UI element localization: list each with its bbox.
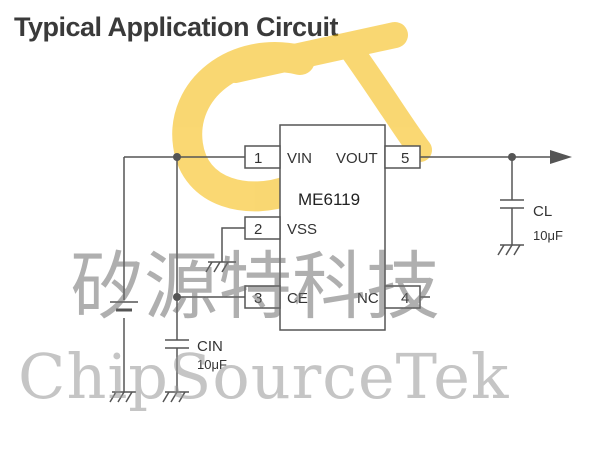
output-junction (508, 153, 516, 161)
watermark-chinese: 矽源特科技 (70, 244, 440, 330)
output-wiring (420, 150, 572, 245)
pin-label-nc: NC (357, 290, 379, 307)
pin-5-num: 5 (401, 150, 409, 167)
pin-label-vss: VSS (287, 221, 317, 238)
pin-2-num: 2 (254, 221, 262, 238)
watermark-english: ChipSourceTek (18, 340, 509, 413)
ce-junction (173, 293, 181, 301)
ground-icon (162, 391, 189, 403)
ic-body (279, 124, 386, 331)
pin-label-vout: VOUT (336, 150, 378, 167)
diagram-title: Typical Application Circuit (14, 12, 339, 42)
ground-icon (109, 391, 136, 403)
cl-capacitor (500, 199, 524, 209)
pin-label-ce: CE (287, 290, 308, 307)
pin-4-num: 4 (401, 290, 409, 307)
pin-1-num: 1 (254, 150, 262, 167)
chip-name: ME6119 (298, 190, 360, 209)
input-wiring (123, 156, 245, 392)
cin-label: CIN (197, 338, 223, 355)
ground-icon (497, 244, 524, 256)
vss-wiring (205, 227, 245, 273)
pin-2-box (244, 216, 281, 240)
input-junction (173, 153, 181, 161)
cin-value: 10μF (197, 357, 227, 372)
pin-1-box (244, 145, 281, 169)
cl-value: 10μF (533, 228, 563, 243)
pin-label-vin: VIN (287, 150, 312, 167)
battery-symbol (110, 301, 138, 312)
cin-capacitor (165, 339, 189, 356)
cl-label: CL (533, 203, 552, 220)
watermark-logo (172, 22, 432, 212)
pin-3-num: 3 (254, 290, 262, 307)
